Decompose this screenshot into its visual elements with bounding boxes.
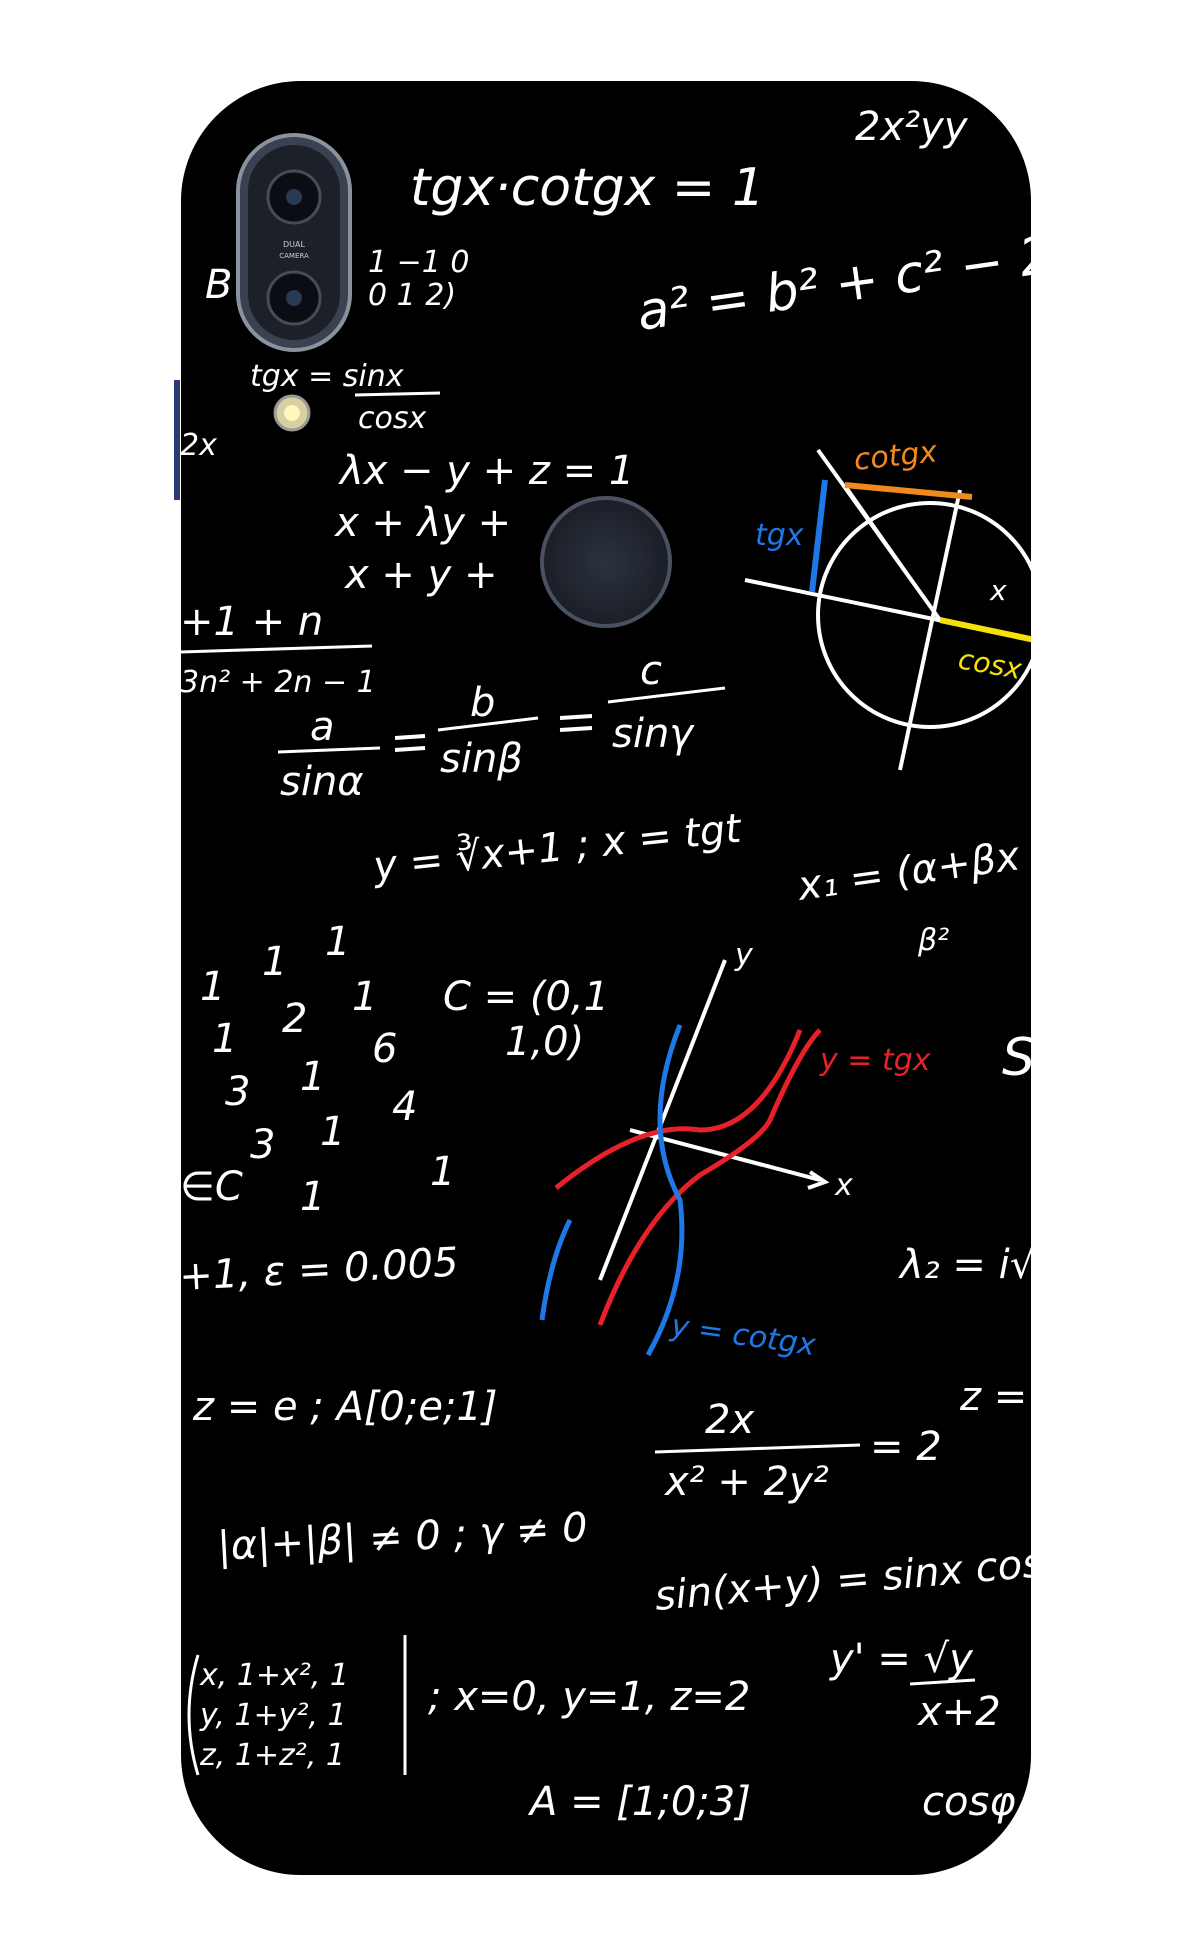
formula: x + y + [343,552,498,598]
formula: sinα [280,759,364,805]
svg-text:1: 1 [212,1016,237,1062]
equals-sign [394,714,593,752]
label-tgx: tgx [755,518,804,553]
label-cotgx: cotgx [852,434,939,478]
svg-text:1: 1 [200,964,225,1010]
formula: 0 1 2) [368,278,456,313]
formula: x+2 [916,1689,1001,1735]
formula: sinβ [440,736,523,782]
svg-text:2: 2 [282,996,307,1042]
formula: S [1002,1028,1035,1088]
formula: = 2 [870,1424,942,1470]
formula: x, 1+x², 1 [199,1658,349,1693]
formula: sinγ [612,711,695,757]
formula: tgx = sinx [250,359,404,394]
formula: λ₂ = i√ [898,1242,1036,1288]
formula: b [470,680,495,726]
formula: cosφ = [922,1779,1062,1825]
formula: x + λy + [333,500,511,546]
unit-circle-diagram: cotgx tgx cosx x [744,434,1031,771]
axis-label-y: y [734,938,754,973]
formula: ∈C [180,1164,243,1210]
formula: a [310,704,335,750]
axis-label-x: x [834,1168,853,1203]
formula: 3n² + 2n − 1 [180,665,376,700]
formula: c [640,648,662,694]
svg-text:1: 1 [300,1054,325,1100]
svg-text:1: 1 [300,1174,325,1220]
svg-text:1: 1 [352,974,377,1020]
formula: ; x=0, y=1, z=2 [428,1674,750,1720]
formula: tgx·cotgx = 1 [410,158,765,218]
fingerprint-sensor [540,496,672,628]
formula: A = [1;0;3] [527,1779,751,1825]
side-button [174,380,180,500]
svg-text:3: 3 [225,1069,250,1115]
camera-module: DUAL CAMERA [236,133,352,352]
formula: +1 + n [180,599,323,645]
svg-text:3: 3 [250,1122,275,1168]
svg-text:4: 4 [392,1084,417,1130]
formula: λx − y + z = 1 [338,448,634,494]
svg-text:1: 1 [430,1149,455,1195]
svg-text:1: 1 [262,939,287,985]
formula: z = [959,1374,1027,1420]
formula: 2x [705,1397,754,1443]
formula: y, 1+y², 1 [199,1698,347,1733]
math-print: tgx·cotgx = 1 2x²yy a² = b² + c² − 2b B … [180,104,1062,1825]
formula: z, 1+z², 1 [199,1738,345,1773]
formula: x² + 2y² [663,1459,829,1505]
formula: cosx [358,401,426,436]
formula: z = e ; A[0;e;1] [192,1384,498,1430]
label-tg-curve: y = tgx [819,1043,931,1078]
formula: B [205,262,232,308]
formula: 1 −1 0 [368,245,469,280]
formula: 2x [180,428,217,463]
svg-text:6: 6 [372,1026,397,1072]
number-triangle: 1 1 1 1 2 1 3 1 6 3 1 4 1 1 [200,919,455,1220]
formula: β² [917,923,949,958]
svg-text:1: 1 [325,919,350,965]
svg-text:1: 1 [320,1109,345,1155]
camera-label: CAMERA [279,252,309,260]
label-x: x [989,574,1007,607]
formula: 2x²yy [855,104,969,150]
formula: C = (0,1 [443,974,609,1020]
camera-label: DUAL [283,240,305,249]
formula: 1,0) [505,1019,584,1065]
formula: y' = √y [829,1636,974,1682]
